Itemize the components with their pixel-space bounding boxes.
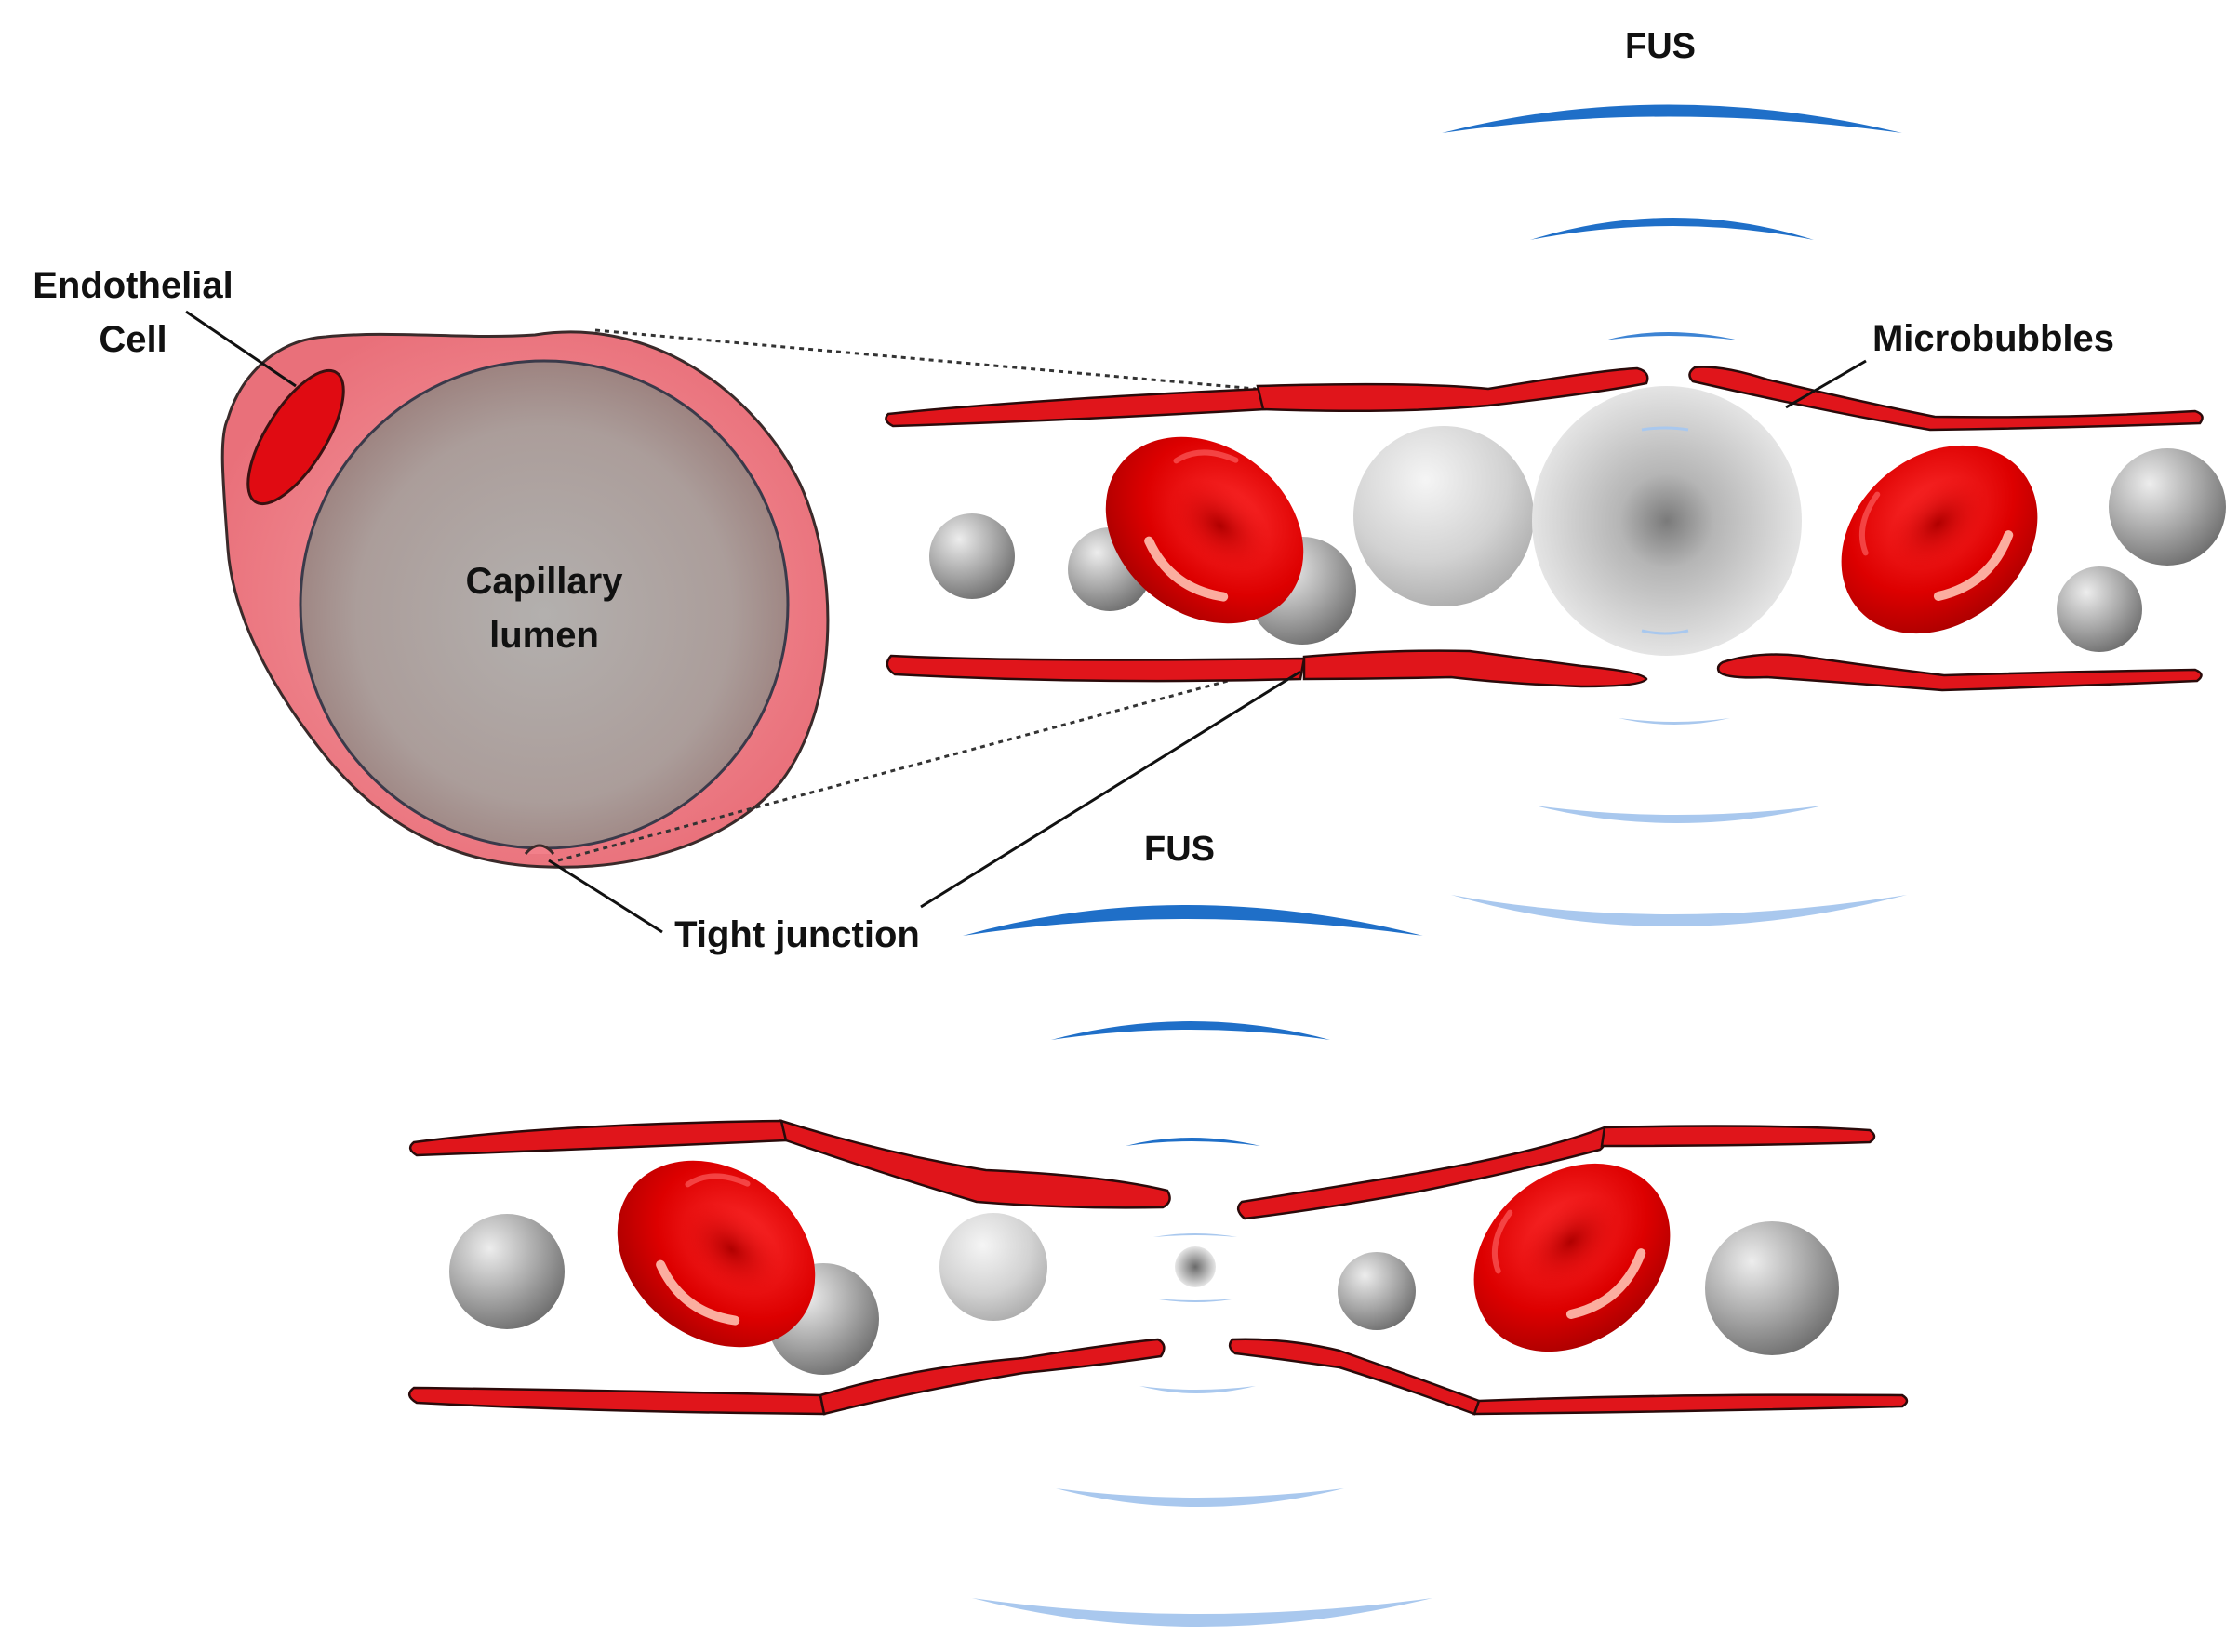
microbubble [929, 513, 1015, 599]
labels: Endothelial Cell Capillary lumen Tight j… [33, 27, 2114, 955]
fus-wave [1153, 1233, 1237, 1237]
microbubble [1353, 426, 1534, 606]
leader-microbubbles [1785, 359, 1867, 409]
label-fus-top: FUS [1625, 27, 1696, 66]
fus-wave [1535, 806, 1823, 823]
label-endothelial-line1: Endothelial [33, 265, 233, 306]
endothelial-wall [408, 1119, 788, 1157]
endothelial-wall [1600, 1125, 1876, 1148]
fus-wave [1442, 104, 1902, 133]
endothelial-wall [885, 387, 1267, 428]
endothelial-cell-nucleus [246, 368, 345, 506]
fus-wave [1530, 218, 1814, 240]
label-capillary-line2: lumen [489, 615, 599, 656]
microbubble-oscillating [1532, 386, 1802, 656]
microbubble [2057, 566, 2142, 652]
capillary-cross-section [220, 330, 830, 869]
microbubble-collapsing [1175, 1246, 1216, 1287]
fus-wave [1126, 1138, 1260, 1146]
label-microbubbles: Microbubbles [1872, 318, 2114, 359]
label-fus-bottom: FUS [1144, 830, 1215, 869]
label-endothelial-line2: Cell [99, 319, 167, 360]
endothelial-wall [1236, 1126, 1607, 1220]
endothelial-wall-tight-junction [819, 1338, 1166, 1416]
leader-endothelial-cell [185, 310, 297, 388]
microbubble [2109, 448, 2226, 566]
fus-wave [1153, 1299, 1237, 1302]
fus-wave [1605, 332, 1739, 340]
endothelial-wall [408, 1386, 826, 1416]
upper-capillary-segment [885, 366, 2226, 692]
leader-tight-junction-segment [920, 670, 1301, 909]
red-blood-cell [1804, 406, 2075, 673]
fus-wave [1451, 895, 1907, 926]
tight-junction-notch [524, 844, 555, 855]
endothelial-wall [1256, 366, 1649, 413]
endothelial-wall [1716, 653, 2203, 692]
label-tight-junction: Tight junction [674, 914, 920, 955]
fus-waves-lower [963, 905, 1432, 1627]
leader-tight-junction-cross [548, 859, 663, 934]
capillary-lumen [299, 359, 790, 850]
label-capillary-line1: Capillary [466, 561, 624, 602]
microbubble [449, 1214, 565, 1329]
fus-wave [963, 905, 1423, 936]
microbubble [1338, 1252, 1416, 1330]
fus-wave [1051, 1021, 1330, 1040]
endothelial-wall-tight-junction [1302, 649, 1648, 688]
fus-wave [1619, 718, 1730, 725]
endothelial-wall [1228, 1338, 1481, 1416]
endothelial-wall [1688, 366, 2204, 432]
microbubble [939, 1213, 1047, 1321]
endothelial-wall [886, 654, 1306, 683]
endothelial-wall [779, 1119, 1171, 1209]
fus-wave [1139, 1386, 1256, 1393]
fus-wave [1056, 1488, 1344, 1507]
endothelial-wall [1472, 1393, 1909, 1416]
lower-capillary-segment [408, 1119, 1909, 1416]
leader-lines [185, 310, 1867, 934]
fus-waves-upper [1442, 104, 1907, 926]
fus-wave [972, 1598, 1432, 1627]
zoom-lines [557, 328, 1305, 862]
microbubble [1705, 1221, 1839, 1355]
